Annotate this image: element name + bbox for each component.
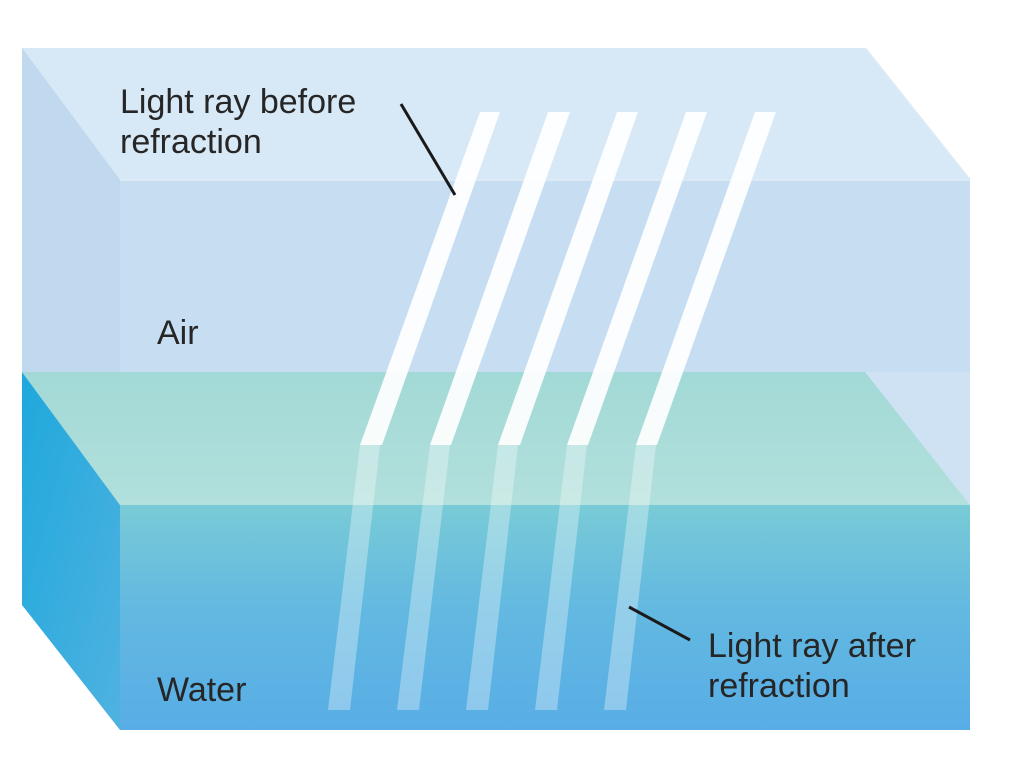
light-ray-after-4 (535, 445, 587, 710)
air-label: Air (157, 314, 199, 352)
light-ray-before-label: Light ray before refraction (120, 83, 357, 161)
light-ray-after-label: Light ray after refraction (708, 627, 916, 705)
air-block-left-face (22, 48, 120, 372)
light-ray-before-4 (567, 112, 707, 445)
water-label: Water (157, 671, 247, 709)
light-ray-after-3 (466, 445, 518, 710)
water-surface (22, 372, 970, 505)
water-block-front-face (120, 505, 970, 730)
air-block-right-edge (864, 47, 971, 181)
light-ray-before-3 (498, 112, 638, 445)
water-block-left-face (22, 372, 120, 730)
leader-line-after (628, 605, 691, 642)
light-ray-before-1 (360, 112, 500, 445)
light-ray-after-1 (328, 445, 380, 710)
light-ray-after-5 (604, 445, 656, 710)
light-ray-before-5 (636, 112, 776, 445)
light-ray-before-2 (430, 112, 570, 445)
leader-line-before (399, 103, 457, 196)
light-ray-after-2 (397, 445, 450, 710)
